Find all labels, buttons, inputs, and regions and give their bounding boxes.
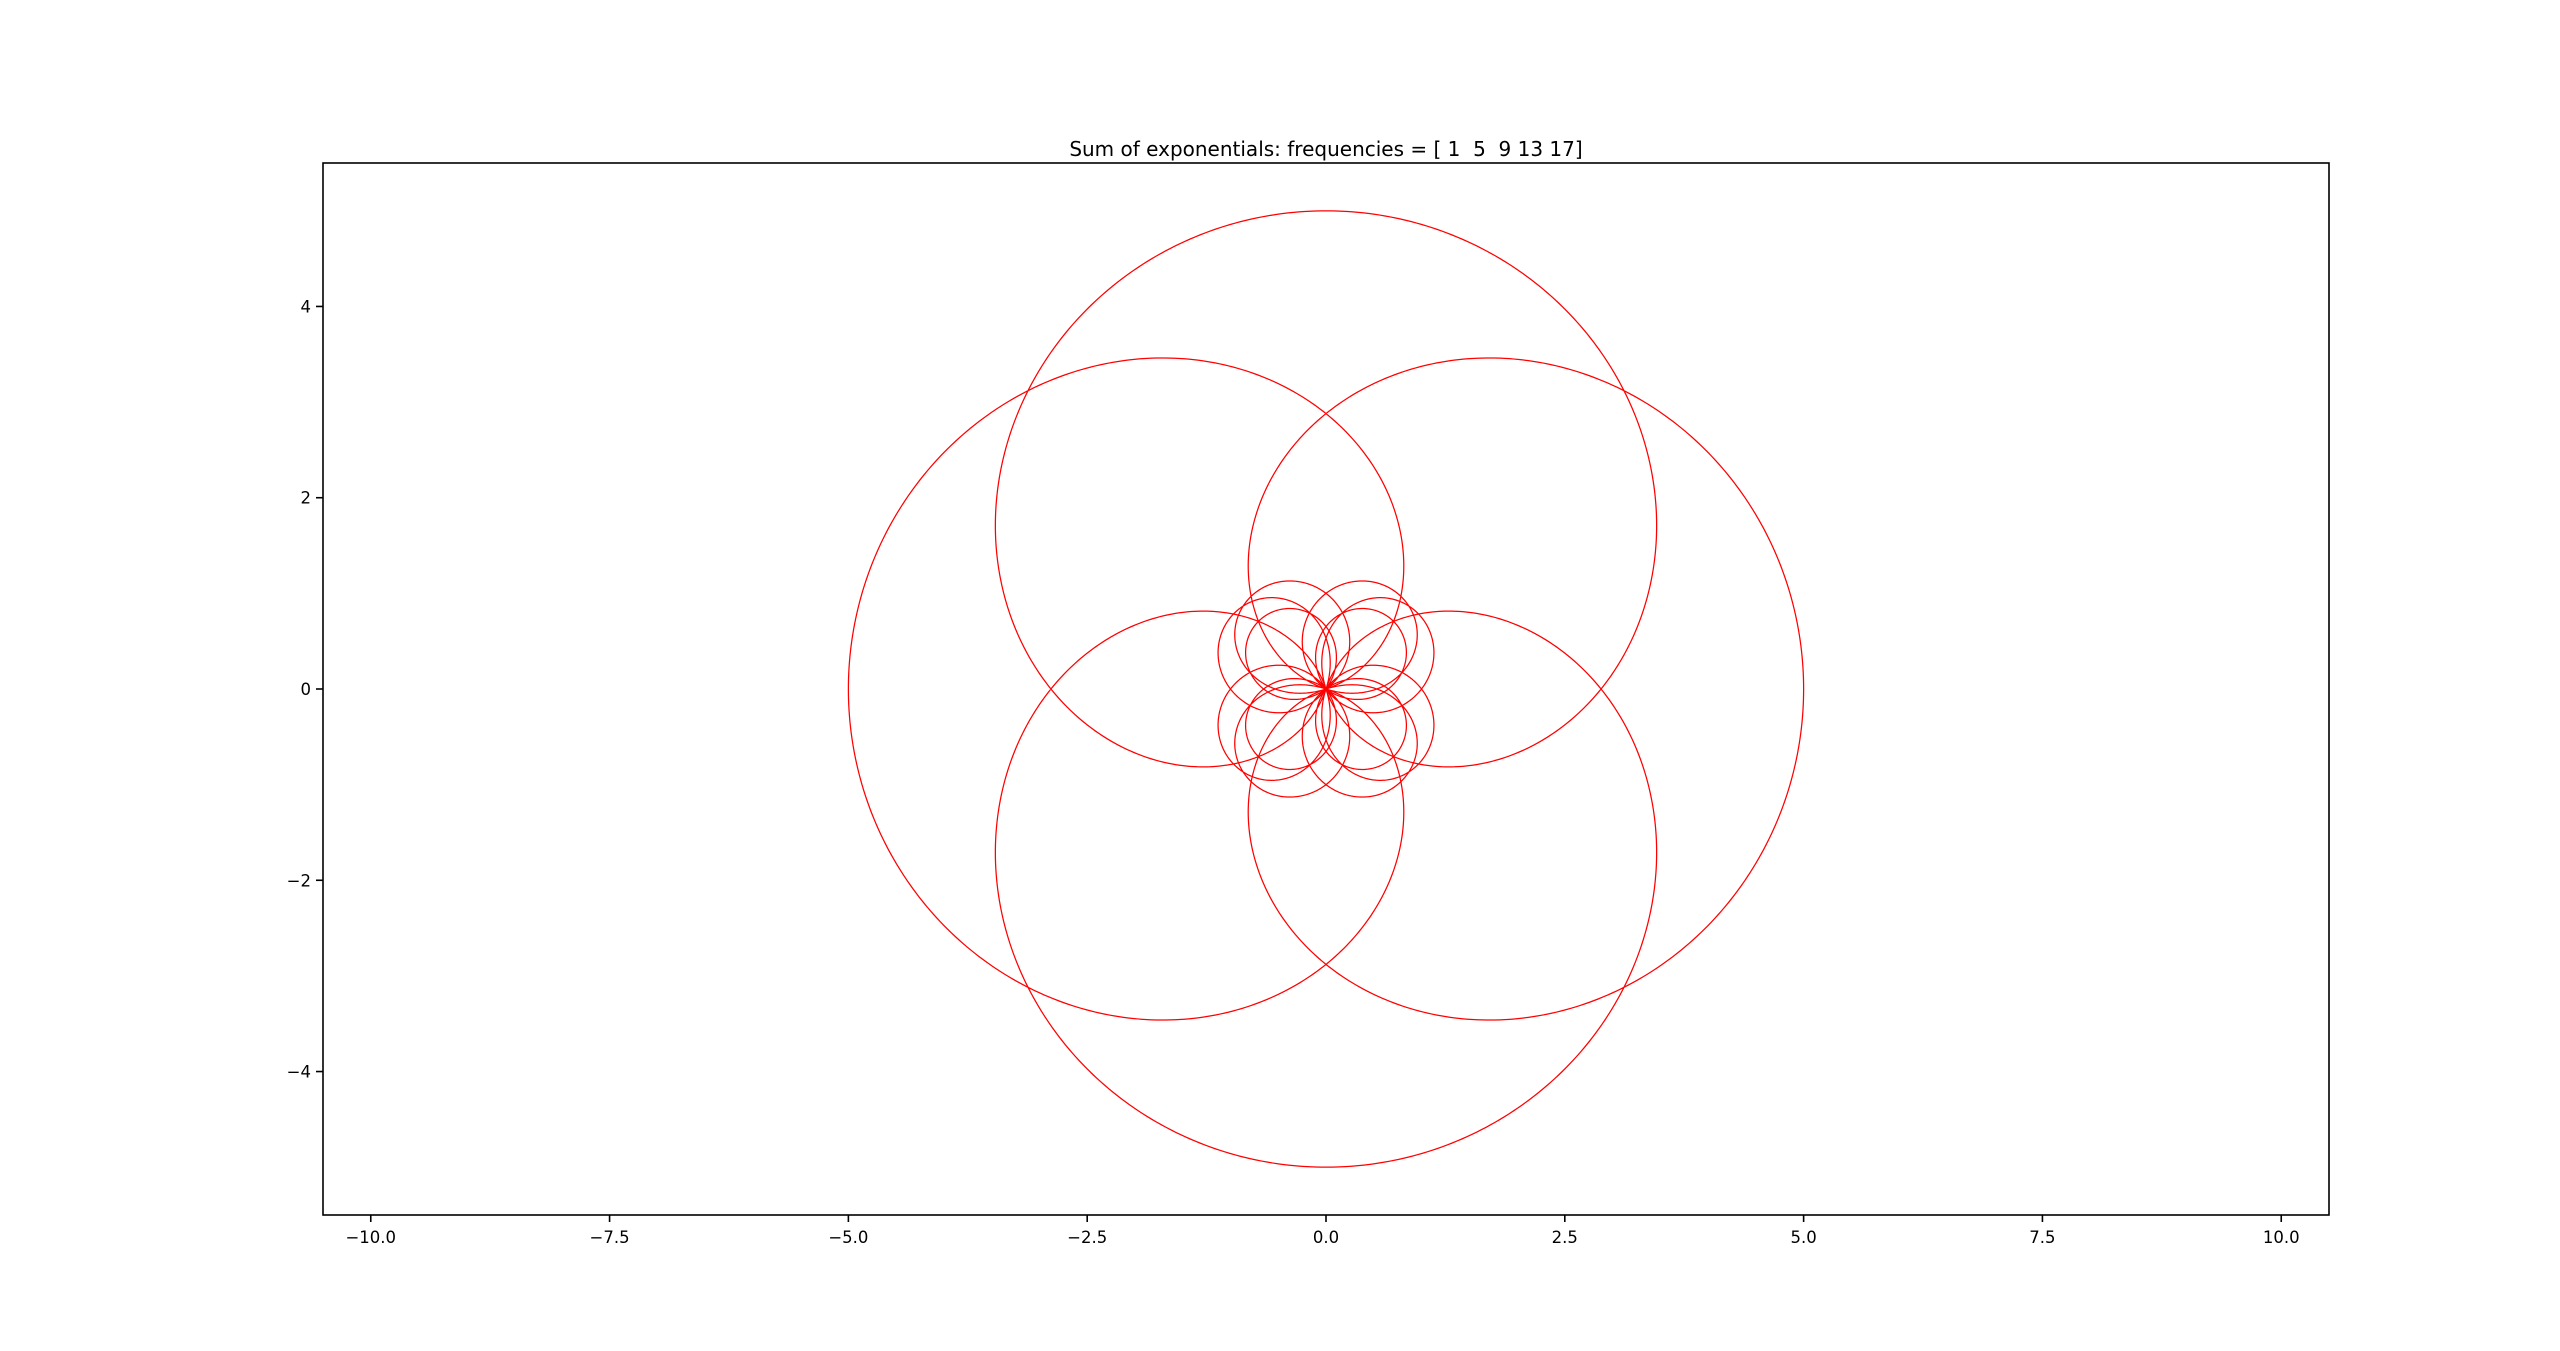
y-axis: −4 −2 0 2 4 bbox=[287, 297, 323, 1082]
exponential-sum-curve bbox=[847, 210, 1805, 1168]
plot-area bbox=[322, 162, 2330, 1216]
x-tick-label: −2.5 bbox=[1067, 1228, 1107, 1247]
x-axis: −10.0 −7.5 −5.0 −2.5 0.0 2.5 5.0 7.5 10.0 bbox=[345, 1215, 2300, 1247]
chart-title: Sum of exponentials: frequencies = [ 1 5… bbox=[1069, 137, 1582, 161]
x-tick-label: 0.0 bbox=[1313, 1228, 1339, 1247]
x-tick-label: −7.5 bbox=[590, 1228, 630, 1247]
x-tick-label: 2.5 bbox=[1552, 1228, 1578, 1247]
x-tick-label: 7.5 bbox=[2029, 1228, 2055, 1247]
x-tick-label: −10.0 bbox=[345, 1228, 396, 1247]
x-tick-label: 10.0 bbox=[2263, 1228, 2300, 1247]
y-tick-label: 0 bbox=[301, 680, 312, 699]
y-tick-label: −4 bbox=[287, 1063, 311, 1082]
y-tick-label: 2 bbox=[301, 489, 312, 508]
curve-layer bbox=[847, 210, 1805, 1168]
x-tick-label: −5.0 bbox=[828, 1228, 868, 1247]
x-tick-label: 5.0 bbox=[1790, 1228, 1816, 1247]
y-tick-label: −2 bbox=[287, 871, 311, 890]
y-tick-label: 4 bbox=[301, 297, 312, 316]
